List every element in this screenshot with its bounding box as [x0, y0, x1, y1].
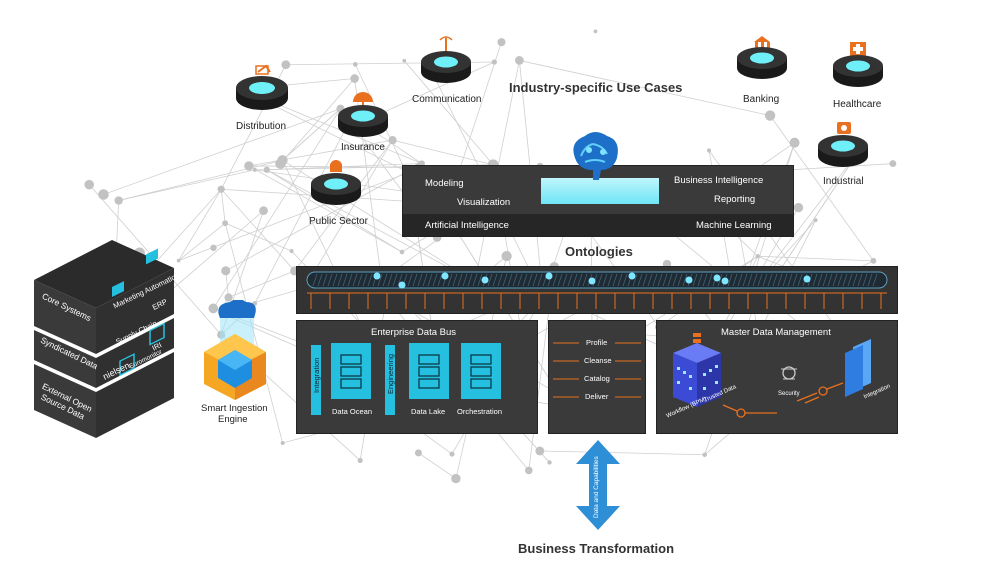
- integration-label: Integration: [312, 357, 321, 393]
- analytics-glow-screen: [541, 178, 659, 204]
- ingestion-cube-icon: [204, 300, 266, 400]
- analytics-panel: Modeling Visualization Artificial Intell…: [402, 165, 794, 237]
- engineering-bar: [385, 345, 395, 415]
- cleanse-step: Cleanse: [584, 356, 612, 365]
- hospital-icon: [833, 42, 883, 87]
- source-data-stack: [34, 240, 174, 438]
- government-icon: [311, 160, 361, 205]
- integration-bar: [311, 345, 321, 415]
- visualization-label: Visualization: [457, 197, 511, 208]
- ingestion-label-1: Smart Ingestion: [201, 403, 268, 414]
- data-lake-label: Data Lake: [411, 407, 446, 416]
- modeling-label: Modeling: [425, 178, 464, 189]
- use-case-label: Distribution: [236, 121, 287, 132]
- ml-label: Machine Learning: [696, 220, 772, 231]
- use-case-label: Public Sector: [309, 216, 368, 227]
- business-transformation-title: Business Transformation: [518, 541, 675, 556]
- antenna-icon: [421, 36, 471, 83]
- data-lake-tile: [409, 343, 449, 399]
- ontologies-title: Ontologies: [565, 244, 633, 259]
- ontologies-channel: [306, 271, 888, 309]
- analytics-bottom-band: [403, 214, 793, 236]
- reporting-label: Reporting: [714, 194, 756, 205]
- mdm-panel: Master Data Management Workflow (BPM) Tr…: [656, 320, 898, 434]
- security-label: Security: [778, 391, 800, 397]
- ontologies-band: [296, 266, 898, 314]
- server-icons: [340, 354, 492, 389]
- deliver-step: Deliver: [585, 392, 609, 401]
- profile-step: Profile: [586, 338, 608, 347]
- use-case-label: Industrial: [823, 176, 864, 187]
- use-case-label: Healthcare: [833, 99, 882, 110]
- ai-label: Artificial Intelligence: [425, 220, 509, 231]
- arrow-label: Data and Capabilities: [593, 456, 600, 518]
- bidirectional-arrow-icon: [576, 440, 620, 530]
- bi-label: Business Intelligence: [674, 175, 764, 186]
- orchestration-tile: [461, 343, 501, 399]
- use-cases-title: Industry-specific Use Cases: [509, 80, 683, 95]
- data-ocean-label: Data Ocean: [332, 407, 373, 416]
- factory-icon: [818, 122, 868, 167]
- pipeline-panel: Profile Cleanse Catalog Deliver: [548, 320, 646, 434]
- truck-icon: [236, 64, 288, 110]
- edb-title: Enterprise Data Bus: [371, 327, 457, 338]
- umbrella-icon: [338, 92, 388, 137]
- data-ocean-tile: [331, 343, 371, 399]
- catalog-step: Catalog: [584, 374, 610, 383]
- pipeline-lines: [553, 342, 641, 398]
- mdm-title: Master Data Management: [721, 327, 831, 338]
- orchestration-label: Orchestration: [457, 407, 503, 416]
- enterprise-data-bus-panel: Enterprise Data Bus Integration Engineer…: [296, 320, 538, 434]
- brain-icon: [573, 132, 618, 180]
- ingestion-label-2: Engine: [218, 414, 248, 425]
- use-case-label: Insurance: [341, 142, 385, 153]
- mdm-graphics: [673, 333, 871, 418]
- use-case-label: Communication: [412, 94, 482, 105]
- bank-icon: [737, 36, 787, 79]
- use-case-label: Banking: [743, 94, 780, 105]
